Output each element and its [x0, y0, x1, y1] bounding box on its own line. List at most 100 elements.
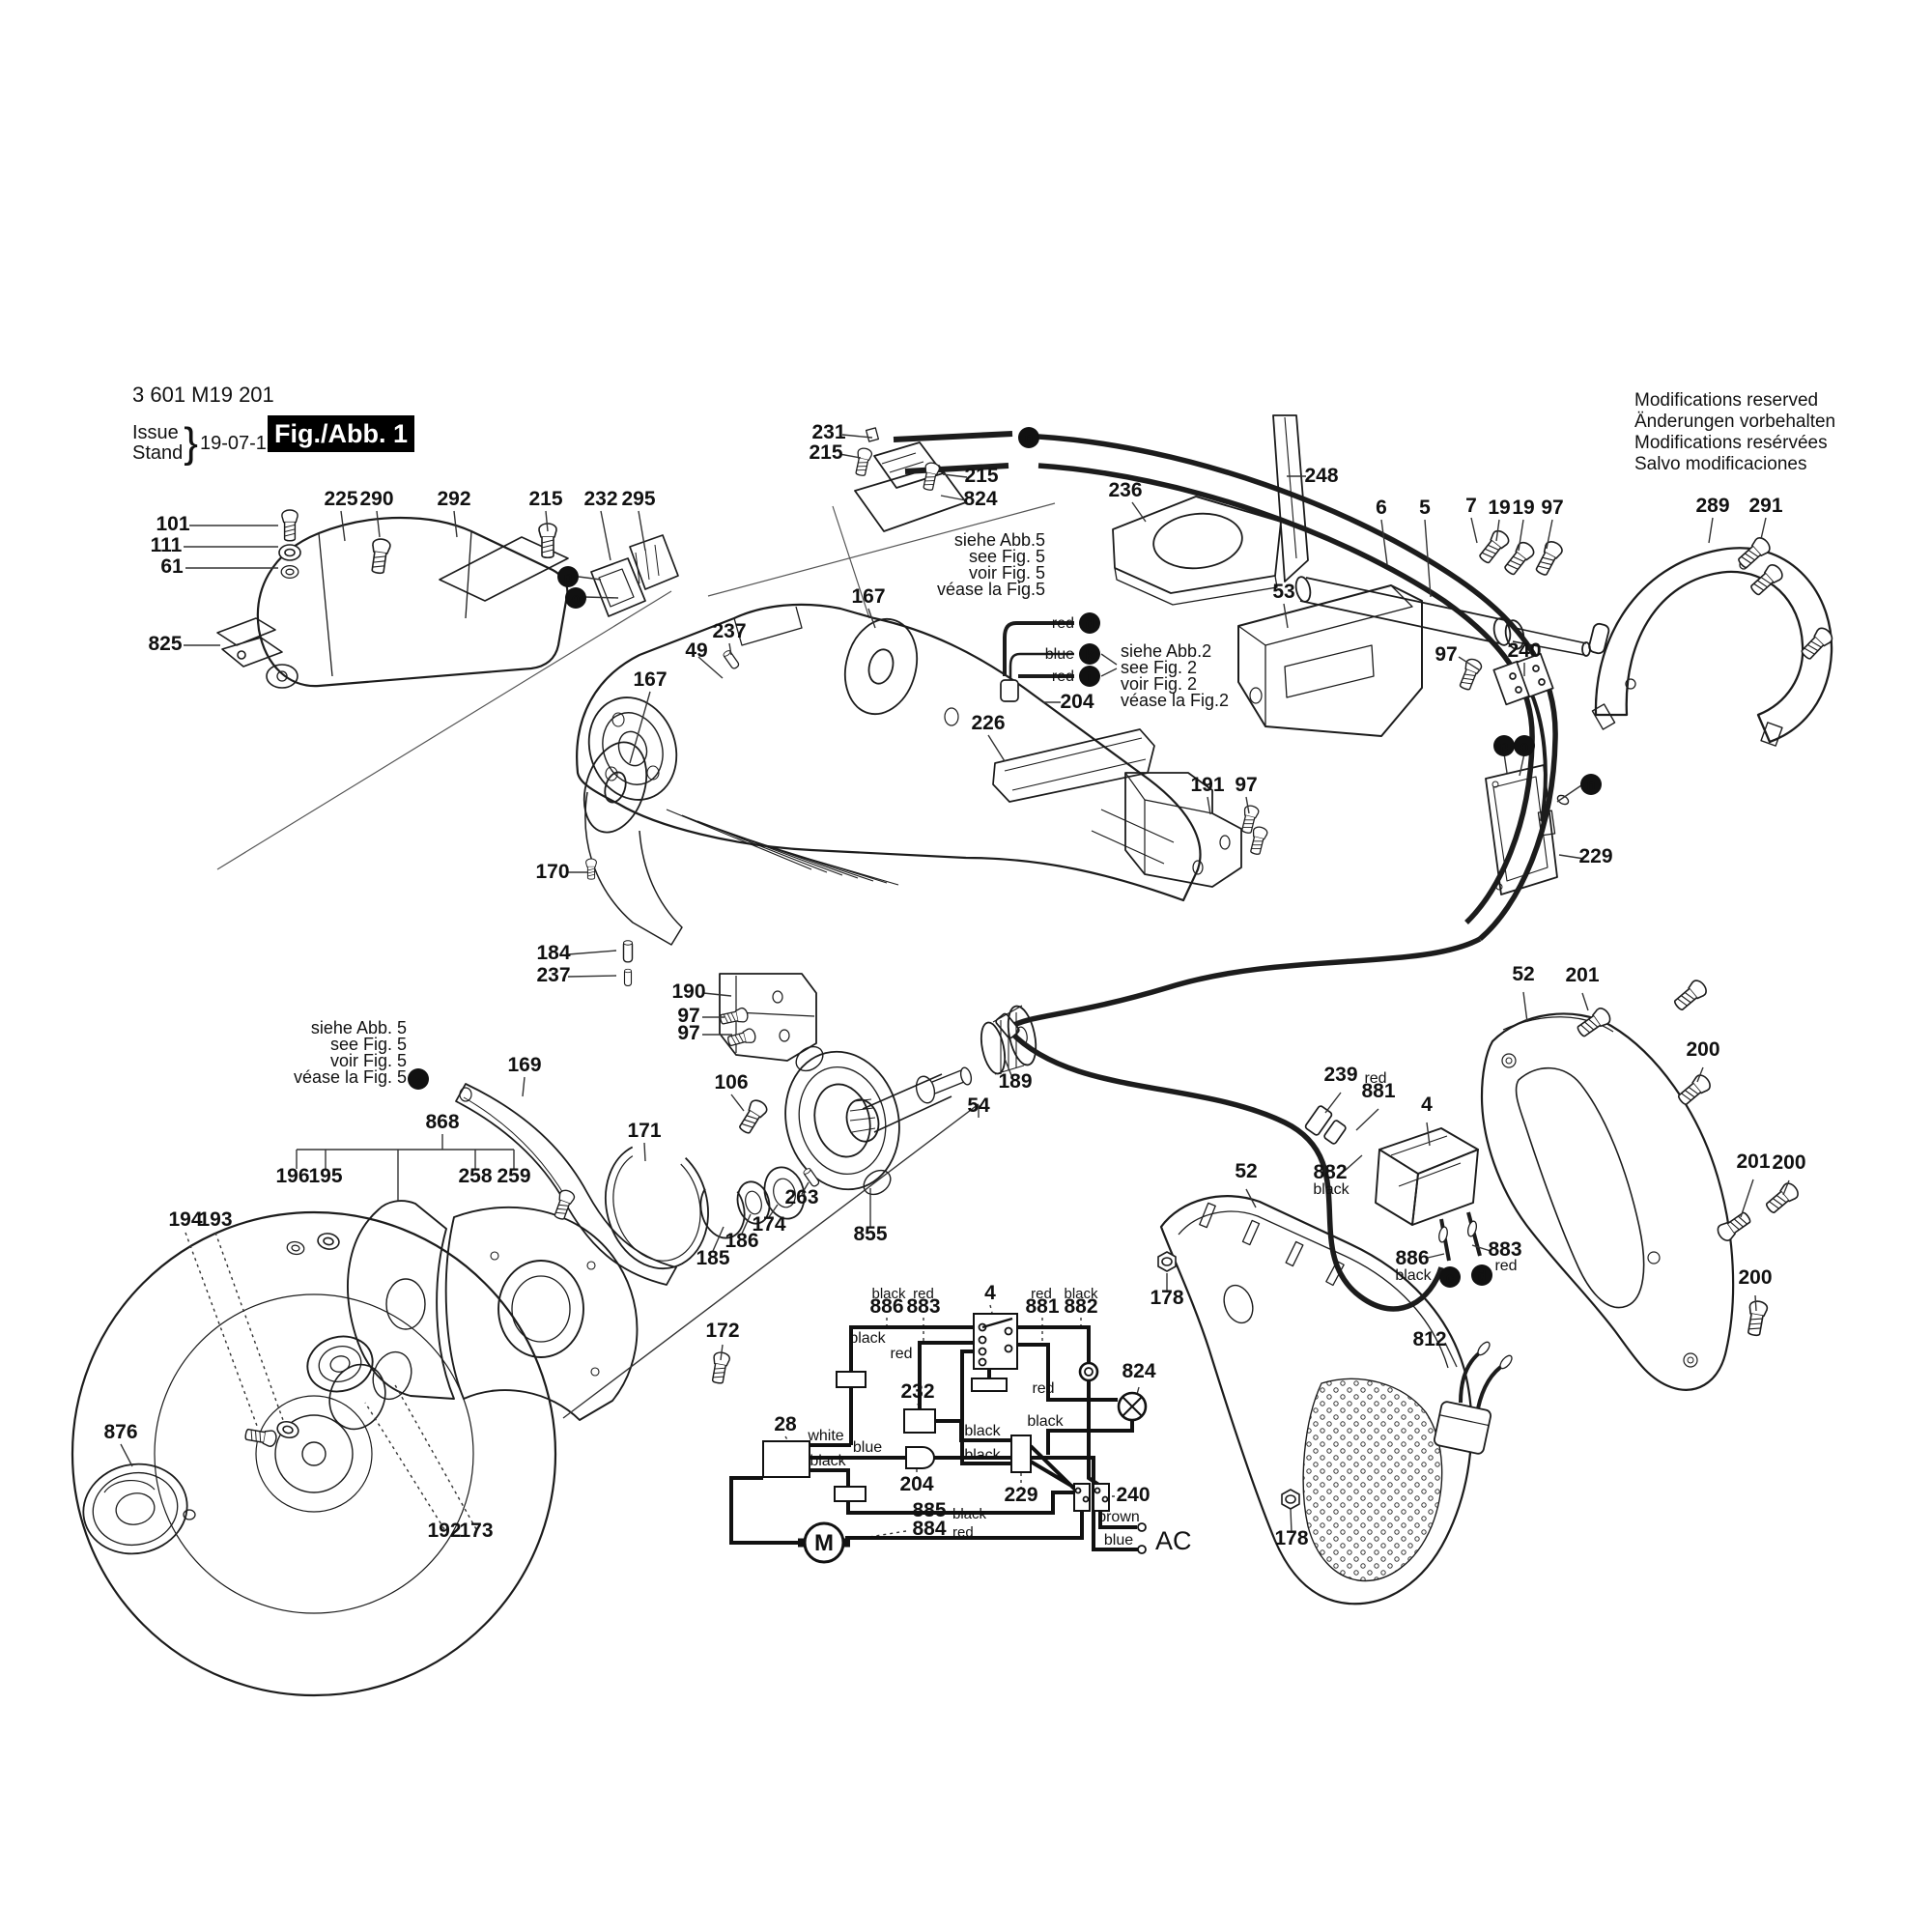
part-label: 290	[359, 488, 393, 510]
note-line: véase la Fig. 5	[293, 1067, 407, 1087]
part-label: 191	[1190, 774, 1224, 796]
washer-167-right	[843, 617, 919, 716]
switch-232-295	[590, 534, 679, 617]
part-label: 882	[1313, 1161, 1347, 1183]
part-label: red	[1052, 668, 1074, 685]
part-label: 19	[1512, 497, 1534, 519]
part-label: 7	[1465, 495, 1477, 517]
schematic-component-229	[1010, 1435, 1032, 1473]
part-label: 239	[1323, 1064, 1357, 1086]
part-label: 101	[156, 513, 189, 535]
construction-lines	[216, 502, 1056, 870]
part-label: 54	[967, 1094, 990, 1117]
part-label: 215	[528, 488, 562, 510]
grip-texture	[1302, 1378, 1443, 1582]
badge-d-icon: d	[1471, 1264, 1492, 1286]
part-label: 53	[1272, 581, 1294, 603]
badge-i-icon: i	[1079, 666, 1100, 687]
outer-flange-876	[82, 1463, 196, 1555]
part-label: 215	[809, 441, 842, 464]
part-label: black	[1064, 1286, 1098, 1302]
see-fig5-note-top: siehe Abb.5 see Fig. 5 voir Fig. 5 véase…	[881, 531, 1045, 598]
washer-167-left	[582, 741, 648, 834]
part-label: 876	[103, 1421, 137, 1443]
handle-half-right	[1480, 977, 1803, 1391]
part-label: 885	[912, 1499, 946, 1521]
part-label: red	[890, 1346, 912, 1362]
schematic-lamp-824	[1117, 1391, 1148, 1422]
part-label: 167	[633, 668, 667, 691]
part-label: black	[849, 1330, 886, 1347]
schematic-inline-component	[836, 1371, 867, 1388]
part-label: 292	[437, 488, 470, 510]
pin-237	[623, 968, 633, 987]
part-label: 204	[1060, 691, 1094, 713]
main-switch-4	[1375, 1127, 1482, 1262]
badge-letter: d	[1085, 616, 1094, 633]
part-label: 248	[1304, 465, 1338, 487]
figure-title: Fig./Abb. 1	[274, 418, 408, 448]
part-label: 232	[900, 1380, 934, 1403]
part-label: 170	[535, 861, 569, 883]
part-label: 231	[811, 421, 845, 443]
part-label: 201	[1736, 1151, 1770, 1173]
part-label: 868	[425, 1111, 459, 1133]
part-label: white	[807, 1428, 843, 1444]
part-label: 52	[1512, 963, 1534, 985]
part-label: 884	[912, 1518, 946, 1540]
ring-173	[372, 1350, 412, 1401]
modifications-notice: Modifications reserved Änderungen vorbeh…	[1634, 390, 1835, 475]
part-label: 97	[677, 1005, 699, 1027]
note-line: voir Fig. 5	[329, 1051, 407, 1070]
part-label: 106	[714, 1071, 748, 1094]
part-label: 812	[1412, 1328, 1446, 1350]
brace-glyph: }	[184, 419, 198, 467]
blade-guard-289	[1591, 533, 1836, 747]
schematic-switch-foot	[971, 1378, 1008, 1392]
plate-248	[1272, 414, 1309, 582]
part-label: black	[810, 1453, 846, 1469]
part-label: brown	[1097, 1509, 1140, 1525]
part-label: 169	[507, 1054, 541, 1076]
part-label: 229	[1578, 845, 1612, 867]
part-label: 174	[752, 1213, 785, 1236]
part-label: red	[913, 1286, 934, 1302]
part-label: 883	[906, 1295, 940, 1318]
part-label: 291	[1748, 495, 1782, 517]
badge-d-icon: d	[1079, 612, 1100, 634]
bracket-190	[718, 973, 817, 1062]
schematic-component-28	[762, 1440, 810, 1478]
part-label: 200	[1686, 1038, 1719, 1061]
part-label: 97	[1235, 774, 1257, 796]
main-arm-housing	[576, 603, 1202, 946]
part-label: red	[952, 1524, 974, 1541]
part-label: 5	[1419, 497, 1431, 519]
part-label: black	[964, 1447, 1001, 1463]
part-label: 855	[853, 1223, 887, 1245]
part-label: 171	[627, 1120, 661, 1142]
badge-letter: o	[571, 591, 580, 608]
lockoff-module-824	[852, 427, 1013, 532]
part-label: 259	[497, 1165, 530, 1187]
brace-strap-169	[455, 1083, 677, 1286]
badge-letter: d	[1477, 1268, 1486, 1285]
part-label: 881	[1025, 1295, 1059, 1318]
screw-170	[584, 858, 598, 880]
part-label: 229	[1004, 1484, 1037, 1506]
part-label: 193	[198, 1208, 232, 1231]
badge-o-icon: o	[1514, 735, 1535, 756]
part-label: black	[871, 1286, 906, 1302]
part-label: 824	[1122, 1360, 1155, 1382]
document-part-number: 3 601 M19 201	[132, 383, 274, 407]
part-label: 167	[851, 585, 885, 608]
fence-bracket-53	[1237, 584, 1423, 737]
part-label: 232	[583, 488, 617, 510]
note-line: voir Fig. 5	[968, 563, 1045, 582]
part-label: 178	[1150, 1287, 1183, 1309]
badge-letter: n	[1024, 431, 1033, 447]
note-line: siehe Abb.2	[1121, 641, 1212, 661]
badge-letter: k	[1086, 647, 1094, 664]
part-label: 886	[869, 1295, 903, 1318]
